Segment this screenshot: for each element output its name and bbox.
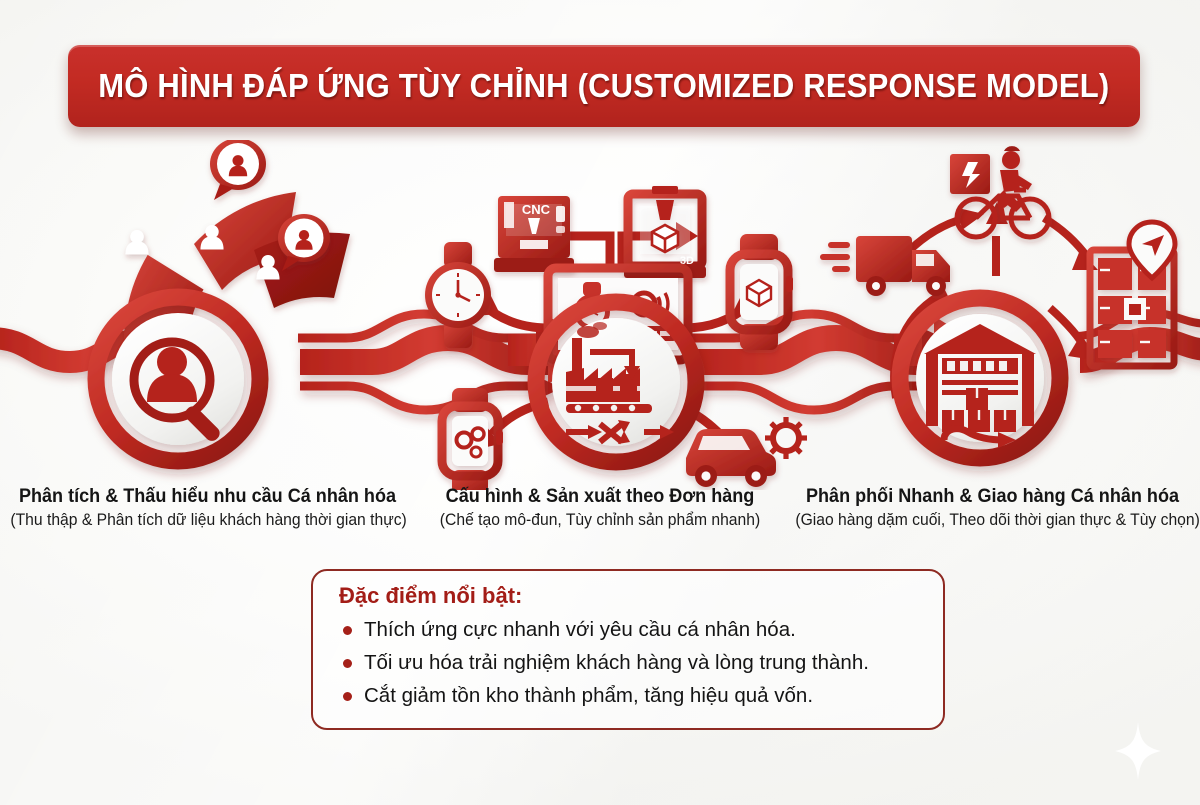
- stage-1-caption: Phân tích & Thấu hiểu nhu cầu Cá nhân hó…: [0, 484, 415, 532]
- list-item-label: Cắt giảm tồn kho thành phẩm, tăng hiệu q…: [364, 684, 814, 707]
- stage-3-caption: Phân phối Nhanh & Giao hàng Cá nhân hóa …: [785, 484, 1200, 532]
- stage-3-group: [820, 146, 1178, 467]
- person-magnifier-icon: [129, 337, 220, 441]
- bullet-icon: [343, 626, 352, 635]
- factory-conveyor-icon: [566, 322, 674, 445]
- title-banner: MÔ HÌNH ĐÁP ỨNG TÙY CHỈNH (CUSTOMIZED RE…: [68, 45, 1140, 127]
- cnc-label: CNC: [522, 202, 551, 217]
- smartwatch-box-icon: [725, 234, 793, 350]
- stage-3-subtitle: (Giao hàng dặm cuối, Theo dõi thời gian …: [795, 511, 1200, 529]
- speech-bubble-avatar-2: [278, 214, 330, 271]
- highlights-title: Đặc điểm nổi bật:: [339, 583, 523, 608]
- process-flow-diagram: CNC 3D: [0, 140, 1200, 490]
- list-item: Thích ứng cực nhanh với yêu cầu cá nhân …: [339, 613, 921, 646]
- wrist-watch-icon: [425, 242, 491, 348]
- highlights-list: Thích ứng cực nhanh với yêu cầu cá nhân …: [339, 613, 921, 712]
- gear-icon: [765, 417, 807, 459]
- stage-2-subtitle: (Chế tạo mô-đun, Tùy chỉnh sản phẩm nhan…: [439, 511, 761, 529]
- stage-2-caption: Cấu hình & Sản xuất theo Đơn hàng (Chế t…: [415, 484, 785, 532]
- bicycle-courier-icon: [950, 146, 1052, 240]
- list-item-label: Tối ưu hóa trải nghiệm khách hàng và lòn…: [364, 651, 869, 674]
- stage-1-group: [87, 140, 350, 470]
- stage-2-group: CNC 3D: [425, 186, 807, 490]
- stage-3-title: Phân phối Nhanh & Giao hàng Cá nhân hóa: [805, 486, 1180, 507]
- location-pin-icon: [1126, 219, 1178, 282]
- list-item-label: Thích ứng cực nhanh với yêu cầu cá nhân …: [364, 618, 796, 641]
- cnc-machine-icon: CNC: [494, 196, 574, 272]
- list-item: Cắt giảm tồn kho thành phẩm, tăng hiệu q…: [339, 679, 921, 712]
- speech-bubble-avatar-1: [210, 140, 266, 200]
- car-icon: [686, 429, 776, 487]
- stage-2-title: Cấu hình & Sản xuất theo Đơn hàng: [445, 486, 755, 507]
- smartwatch-gears-icon: [437, 388, 503, 490]
- warehouse-icon: [924, 324, 1036, 448]
- delivery-truck-icon: [820, 236, 950, 296]
- page-title: MÔ HÌNH ĐÁP ỨNG TÙY CHỈNH (CUSTOMIZED RE…: [98, 67, 1110, 104]
- parcel-locker-icon: [1086, 219, 1178, 370]
- list-item: Tối ưu hóa trải nghiệm khách hàng và lòn…: [339, 646, 921, 679]
- bullet-icon: [343, 659, 352, 668]
- highlights-box: Đặc điểm nổi bật: Thích ứng cực nhanh vớ…: [311, 569, 945, 730]
- stage-1-subtitle: (Thu thập & Phân tích dữ liệu khách hàng…: [10, 511, 407, 529]
- sparkle-watermark-icon: [1115, 722, 1161, 780]
- bullet-icon: [343, 692, 352, 701]
- stage-1-title: Phân tích & Thấu hiểu nhu cầu Cá nhân hó…: [18, 486, 397, 507]
